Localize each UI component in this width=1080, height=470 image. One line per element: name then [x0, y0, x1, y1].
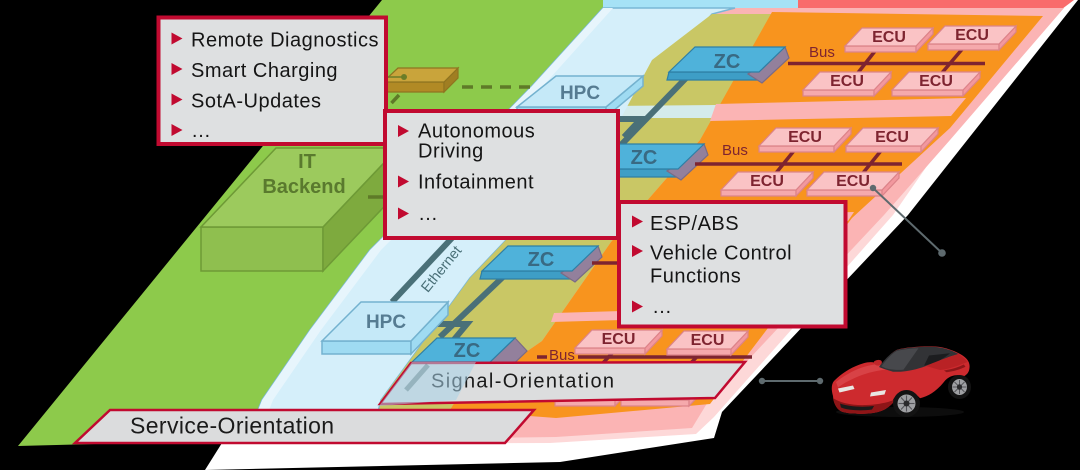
svg-text:Autonomous: Autonomous	[418, 121, 535, 143]
svg-text:ECU: ECU	[875, 129, 909, 146]
svg-text:Functions: Functions	[650, 266, 741, 288]
svg-text:ECU: ECU	[836, 173, 870, 190]
svg-text:ECU: ECU	[872, 29, 906, 46]
svg-text:ECU: ECU	[691, 332, 725, 349]
svg-text:Remote Diagnostics: Remote Diagnostics	[191, 30, 379, 52]
svg-text:Bus: Bus	[722, 142, 748, 159]
svg-text:ZC: ZC	[631, 147, 658, 169]
svg-text:SotA-Updates: SotA-Updates	[191, 91, 322, 113]
svg-text:Vehicle Control: Vehicle Control	[650, 243, 792, 265]
svg-text:ECU: ECU	[788, 129, 822, 146]
svg-text:…: …	[418, 203, 439, 225]
svg-text:ECU: ECU	[602, 331, 636, 348]
svg-text:Service-Orientation: Service-Orientation	[130, 413, 334, 439]
svg-text:Smart Charging: Smart Charging	[191, 60, 338, 82]
svg-text:Signal-Orientation: Signal-Orientation	[431, 371, 615, 393]
svg-text:Bus: Bus	[809, 44, 835, 61]
svg-text:Infotainment: Infotainment	[418, 172, 534, 194]
svg-text:ZC: ZC	[528, 249, 555, 271]
svg-text:…: …	[652, 296, 673, 318]
svg-text:ECU: ECU	[750, 173, 784, 190]
svg-text:IT: IT	[298, 151, 316, 173]
svg-text:Bus: Bus	[549, 347, 575, 364]
svg-text:ZC: ZC	[454, 340, 481, 362]
svg-text:ECU: ECU	[919, 73, 953, 90]
svg-text:Backend: Backend	[262, 176, 345, 198]
svg-text:Driving: Driving	[418, 141, 484, 163]
svg-text:HPC: HPC	[366, 312, 406, 333]
svg-text:…: …	[191, 120, 212, 142]
svg-text:ECU: ECU	[955, 27, 989, 44]
svg-text:ESP/ABS: ESP/ABS	[650, 213, 739, 235]
svg-text:HPC: HPC	[560, 83, 600, 104]
svg-text:ECU: ECU	[830, 73, 864, 90]
svg-text:ZC: ZC	[714, 51, 741, 73]
